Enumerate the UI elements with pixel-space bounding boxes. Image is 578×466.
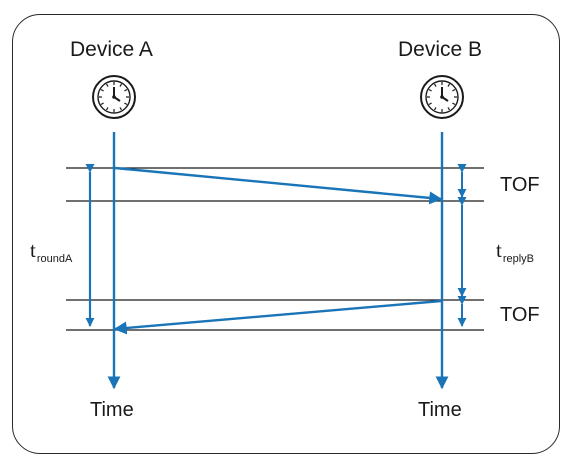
device-a-label: Device A xyxy=(70,38,153,61)
response-message-arrow xyxy=(113,299,442,335)
t-reply-label: treplyB xyxy=(496,238,534,265)
t-round-subscript: roundA xyxy=(36,253,73,265)
device-a-time-label: Time xyxy=(90,399,134,421)
t-reply-subscript: replyB xyxy=(502,253,535,265)
t-round-base: t xyxy=(30,238,36,262)
clock-icon xyxy=(92,75,136,119)
t-reply-base: t xyxy=(496,238,502,262)
tof-bottom-label: TOF xyxy=(500,304,540,326)
tof-top-label: TOF xyxy=(500,174,540,196)
clock-icon xyxy=(420,75,464,119)
device-b-label: Device B xyxy=(398,38,483,61)
poll-message-arrow xyxy=(114,166,443,205)
t-round-label: troundA xyxy=(30,238,72,265)
diagram-frame xyxy=(12,14,560,454)
device-b-time-label: Time xyxy=(418,399,462,421)
